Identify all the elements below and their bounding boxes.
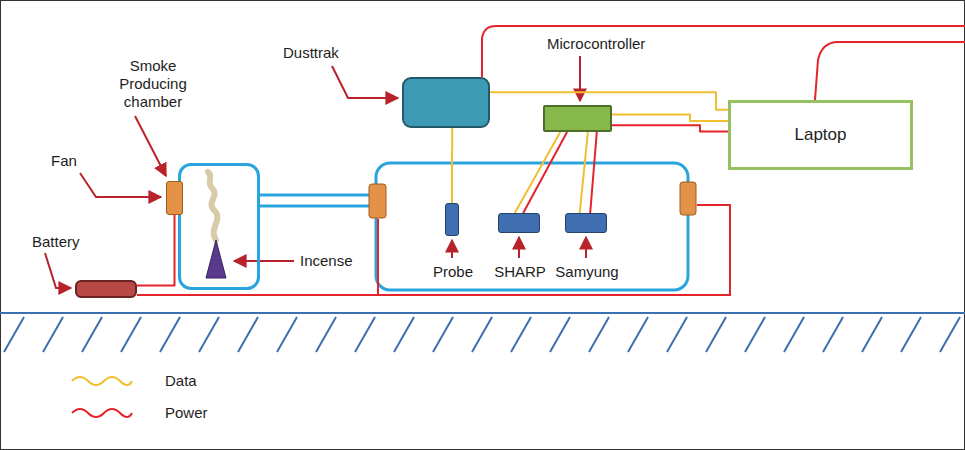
node-label: Laptop (795, 126, 847, 144)
instrument-box: Dusttrak (402, 77, 490, 128)
node-label: Microcontroller (547, 35, 645, 53)
callout-arrow (579, 56, 581, 101)
smoke-chamber: Smoke Producing chamber (178, 163, 260, 290)
node-label: Smoke Producing chamber (105, 57, 201, 111)
callout-arrow (80, 173, 161, 197)
part-label: Incense (300, 252, 353, 270)
callout-arrow (585, 237, 587, 258)
node-label: Battery (32, 233, 80, 251)
node-label: Probe (433, 263, 473, 281)
probe-sensor: Probe (445, 203, 459, 236)
callout-arrow (135, 116, 166, 176)
battery-symbol: Battery (75, 280, 137, 298)
power-wire (482, 26, 965, 77)
microcontroller-board: Microcontroller (543, 105, 612, 132)
fan-symbol: Fan (166, 181, 183, 215)
data-wire (580, 132, 588, 213)
legend-sample (72, 377, 132, 385)
node-label: Dusttrak (283, 44, 339, 62)
callout-arrow (332, 66, 398, 98)
ground-line (0, 312, 965, 314)
node-label: Samyung (555, 263, 618, 281)
dust-sensor: Samyung (565, 213, 607, 233)
node-label: Fan (51, 152, 77, 170)
dust-sensor: SHARP (498, 213, 540, 233)
power-wire (137, 205, 730, 295)
callout-arrow (45, 253, 71, 288)
legend-label: Data (165, 372, 197, 390)
callout-arrow (518, 237, 520, 258)
fan-symbol (680, 182, 696, 215)
ground-hatch (0, 314, 965, 354)
power-wire (612, 125, 728, 131)
power-wire (137, 215, 175, 285)
legend-sample (72, 409, 132, 417)
power-wire (815, 42, 965, 100)
node-label: SHARP (494, 263, 546, 281)
data-wire (515, 132, 561, 213)
smoke (208, 172, 217, 240)
power-wire (590, 132, 597, 213)
callout-arrow (234, 260, 294, 262)
power-wire (377, 219, 379, 295)
callout-arrow (451, 240, 453, 258)
fan-symbol (369, 184, 386, 218)
tube (260, 194, 370, 197)
tube (260, 205, 370, 208)
legend-label: Power (165, 404, 208, 422)
incense-stick (206, 240, 226, 278)
power-wire (523, 132, 567, 213)
data-wire (451, 128, 453, 203)
laptop-box: Laptop (728, 100, 913, 170)
data-wire (612, 115, 728, 122)
